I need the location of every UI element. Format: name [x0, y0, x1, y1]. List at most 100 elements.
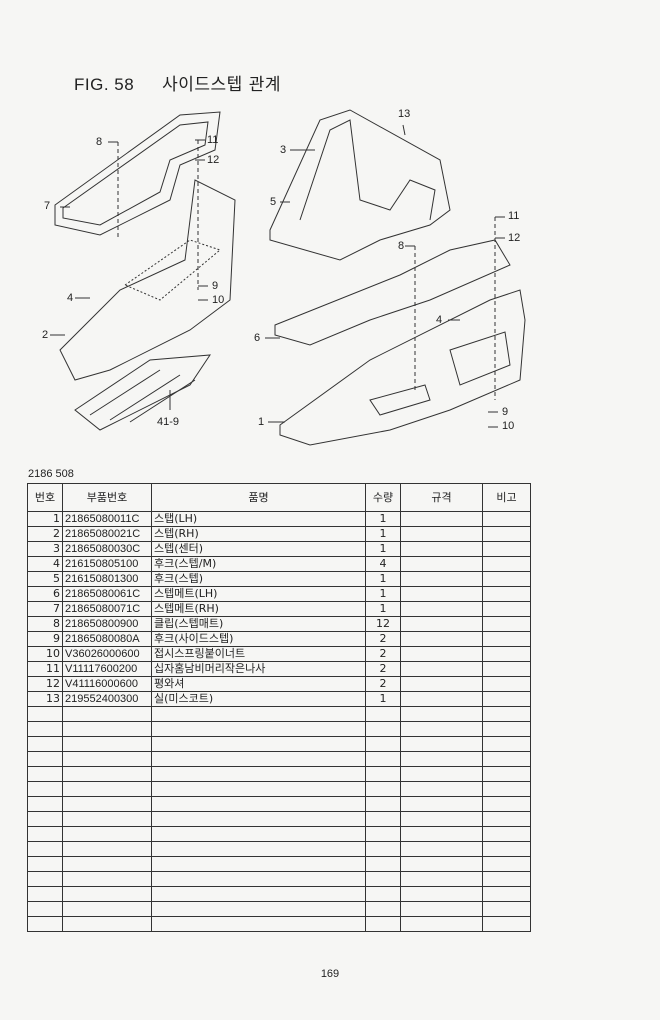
callout-2: 2: [42, 329, 49, 341]
cell-q: 1: [365, 571, 401, 587]
cell-q: 2: [365, 676, 401, 692]
cell-q: [365, 721, 401, 737]
cell-sp: [400, 646, 483, 662]
cell-sp: [400, 736, 483, 752]
cell-q: 2: [365, 661, 401, 677]
cell-nm: [151, 706, 366, 722]
callout-10: 10: [212, 294, 225, 306]
cell-sp: [400, 586, 483, 602]
cell-nm: 스텝메트(LH): [151, 586, 366, 602]
group-code: 2186 508: [28, 468, 74, 480]
cell-rm: [482, 871, 531, 887]
cell-nm: [151, 766, 366, 782]
callout-12-right: 12: [508, 232, 521, 244]
cell-pn: [62, 901, 152, 917]
cell-rm: [482, 586, 531, 602]
callout-9-right: 9: [502, 406, 509, 418]
cell-sp: [400, 901, 483, 917]
cell-rm: [482, 541, 531, 557]
cell-nm: 스탭(LH): [151, 511, 366, 527]
cell-no: 5: [27, 571, 63, 587]
cell-sp: [400, 601, 483, 617]
callout-7: 7: [44, 200, 51, 212]
cell-sp: [400, 571, 483, 587]
cell-rm: [482, 676, 531, 692]
cell-rm: [482, 661, 531, 677]
cell-nm: [151, 721, 366, 737]
cell-sp: [400, 841, 483, 857]
cell-rm: [482, 811, 531, 827]
cell-sp: [400, 766, 483, 782]
cell-rm: [482, 916, 531, 932]
cell-pn: 21865080061C: [62, 586, 152, 602]
cell-nm: [151, 886, 366, 902]
cell-pn: V11117600200: [62, 661, 152, 677]
cell-nm: [151, 856, 366, 872]
cell-no: 9: [27, 631, 63, 647]
cell-pn: [62, 736, 152, 752]
cell-sp: [400, 631, 483, 647]
cell-q: [365, 886, 401, 902]
cell-sp: [400, 916, 483, 932]
cell-pn: [62, 796, 152, 812]
cell-no: 10: [27, 646, 63, 662]
cell-nm: [151, 751, 366, 767]
cell-rm: [482, 691, 531, 707]
cell-sp: [400, 721, 483, 737]
table-row-blank: [27, 796, 531, 812]
cell-q: [365, 841, 401, 857]
cell-no: [27, 826, 63, 842]
cell-q: 1: [365, 541, 401, 557]
cell-nm: [151, 841, 366, 857]
cell-sp: [400, 556, 483, 572]
cell-rm: [482, 631, 531, 647]
cell-no: [27, 901, 63, 917]
cell-no: 12: [27, 676, 63, 692]
cell-q: 2: [365, 631, 401, 647]
cell-no: 6: [27, 586, 63, 602]
cell-no: 7: [27, 601, 63, 617]
cell-pn: 218650800900: [62, 616, 152, 632]
table-row-blank: [27, 826, 531, 842]
page-number: 169: [320, 968, 340, 980]
figure-caption: 사이드스텝 관계: [162, 75, 281, 95]
cell-no: 11: [27, 661, 63, 677]
cell-q: 1: [365, 586, 401, 602]
cell-no: 2: [27, 526, 63, 542]
cell-sp: [400, 826, 483, 842]
cell-pn: [62, 871, 152, 887]
table-header-row: 번호 부품번호 품명 수량 규격 비고: [27, 483, 531, 512]
cell-rm: [482, 781, 531, 797]
cell-rm: [482, 751, 531, 767]
step-mat-lh: [54, 111, 221, 236]
col-remarks: 비고: [482, 483, 531, 512]
cell-q: [365, 751, 401, 767]
cell-pn: 21865080021C: [62, 526, 152, 542]
callout-8: 8: [96, 136, 103, 148]
cell-nm: 스텝(센터): [151, 541, 366, 557]
cell-sp: [400, 886, 483, 902]
callout-13: 13: [398, 108, 411, 120]
cell-nm: 클립(스텝매트): [151, 616, 366, 632]
callout-1: 1: [258, 416, 265, 428]
cell-sp: [400, 856, 483, 872]
col-spec: 규격: [400, 483, 483, 512]
cell-no: [27, 766, 63, 782]
cell-rm: [482, 736, 531, 752]
cell-no: [27, 751, 63, 767]
table-row-blank: [27, 856, 531, 872]
cell-rm: [482, 601, 531, 617]
cell-rm: [482, 556, 531, 572]
cell-pn: 21865080080A: [62, 631, 152, 647]
step-center: [269, 109, 451, 261]
cell-no: [27, 871, 63, 887]
cell-rm: [482, 526, 531, 542]
cell-nm: [151, 826, 366, 842]
cell-no: [27, 856, 63, 872]
